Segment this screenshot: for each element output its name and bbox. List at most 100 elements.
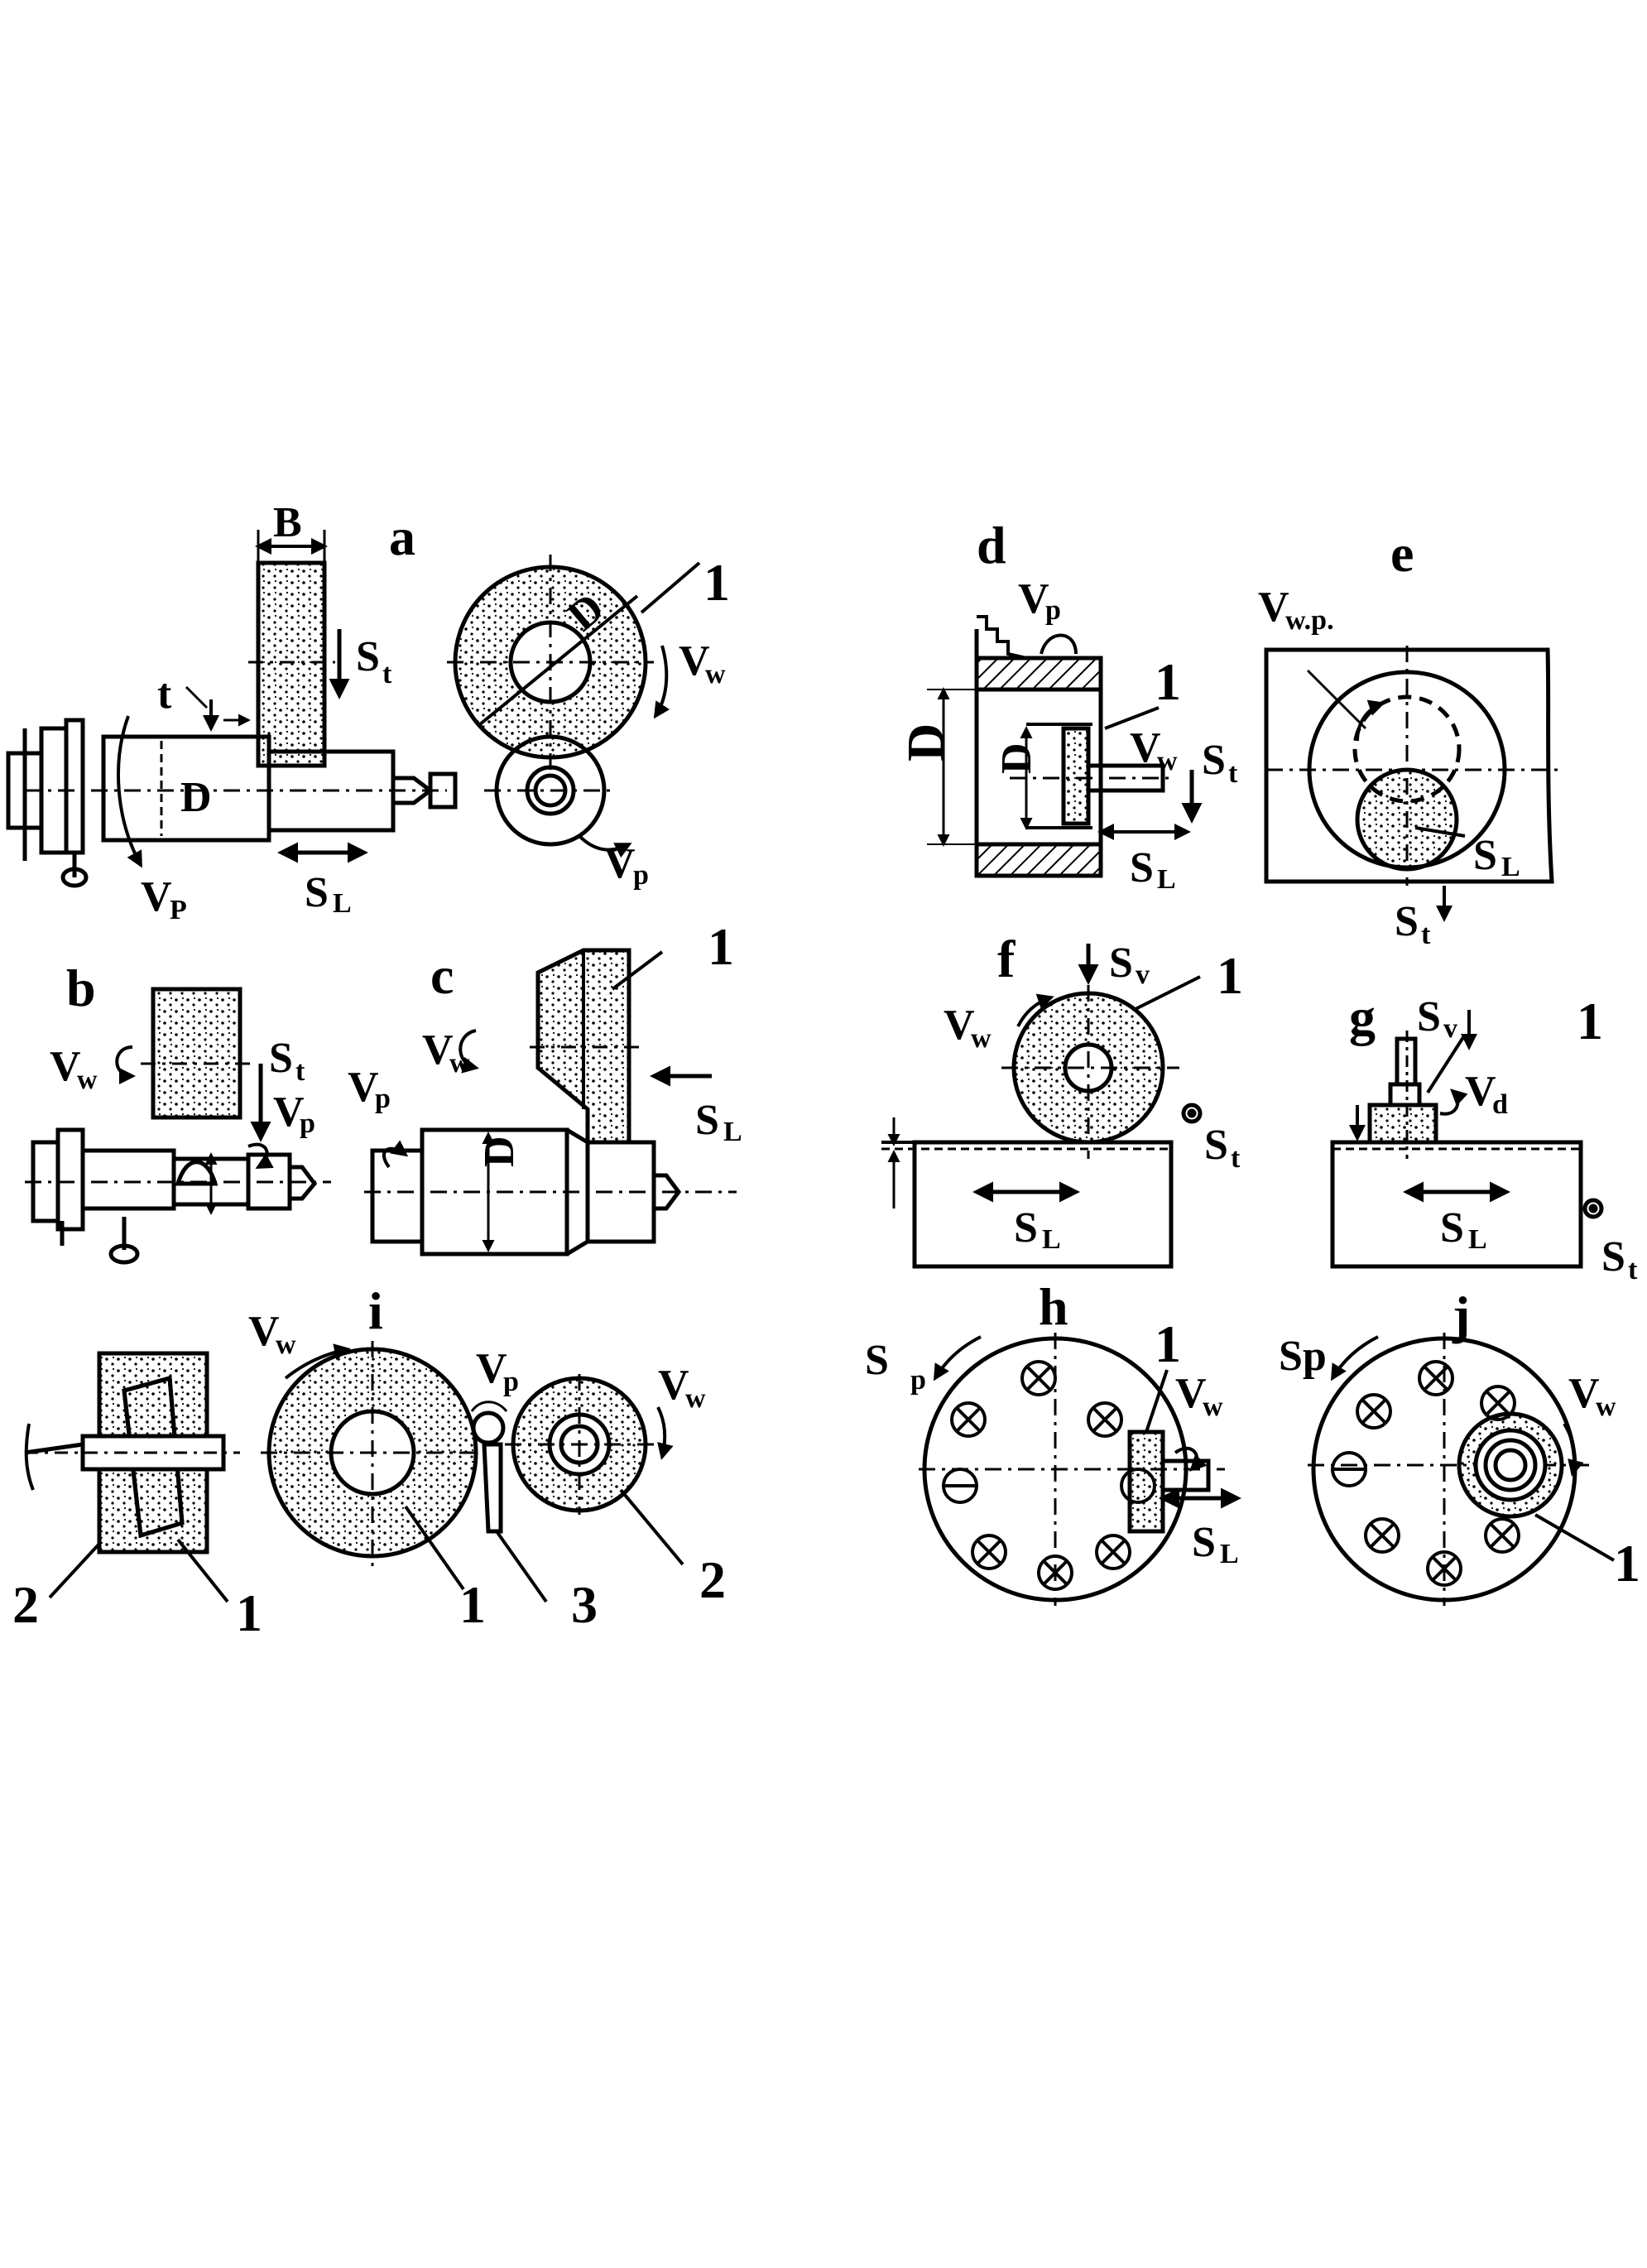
svg-text:p: p [1045,595,1061,626]
label-VP-a: V [141,873,172,920]
label-Vd-g: V [1465,1068,1496,1115]
label-1-h: 1 [1155,1314,1181,1373]
svg-text:p: p [375,1084,391,1114]
panel-c [364,948,737,1257]
panel-f-letter: f [997,930,1016,988]
label-Vw-a: V [679,637,710,685]
label-1-i-left: 1 [236,1583,262,1642]
label-SL-f: S [1014,1204,1038,1252]
label-Vp-d: V [1018,575,1049,622]
panel-e [1264,646,1564,922]
label-SL-c: S [695,1097,719,1144]
panel-g [1330,1010,1604,1269]
svg-text:p: p [910,1365,926,1396]
label-Vw-c: V [422,1026,454,1074]
label-1-c: 1 [708,917,734,976]
svg-text:L: L [1220,1539,1239,1569]
svg-text:v: v [1136,959,1150,990]
svg-text:t: t [1228,758,1238,789]
panel-i-letter: i [368,1281,383,1340]
panel-g-letter: g [1349,987,1376,1046]
label-SL-e: S [1473,832,1497,879]
label-Vp-c: V [348,1064,379,1111]
label-SL-a: S [305,869,329,916]
label-1-i-wheel: 1 [459,1575,486,1634]
svg-text:w: w [685,1383,706,1414]
panel-h [919,1333,1241,1606]
svg-text:t: t [1421,920,1431,950]
label-Vp-b: V [273,1088,305,1136]
panel-d-letter: d [977,516,1006,574]
svg-text:t: t [1231,1143,1241,1174]
svg-text:t: t [1628,1255,1638,1285]
label-Sp-h: S [865,1337,889,1384]
label-SL-d: S [1130,844,1154,891]
label-B: B [273,499,302,546]
label-D-c: D [476,1136,523,1167]
panel-a [6,530,701,888]
label-Vw-i-2: V [658,1362,689,1409]
grinding-wheel [256,560,327,768]
svg-text:d: d [1492,1089,1508,1120]
svg-text:w: w [449,1048,470,1079]
panel-a-letter: a [389,507,415,566]
svg-text:L: L [333,888,352,919]
label-Vw-b: V [50,1043,81,1090]
svg-text:L: L [723,1117,742,1147]
panel-d [927,615,1203,878]
panel-b-letter: b [66,959,96,1017]
label-Sp-j: Sp [1279,1333,1327,1380]
panel-i [24,1341,684,1603]
label-St-e: S [1395,898,1419,945]
panel-e-letter: e [1390,524,1414,583]
svg-text:w: w [971,1023,992,1054]
label-Vw-h: V [1175,1370,1207,1417]
svg-text:p: p [503,1367,519,1397]
label-1-f: 1 [1217,946,1243,1005]
label-t: t [157,670,172,718]
label-2-i-left: 2 [12,1575,39,1634]
label-Vp-a: V [604,840,636,887]
svg-text:w: w [1203,1391,1223,1422]
svg-text:t: t [295,1056,305,1087]
panel-j-letter: j [1452,1285,1470,1344]
svg-text:w: w [276,1329,296,1360]
label-Vp-i: V [476,1345,507,1392]
svg-text:w: w [705,659,726,690]
label-Vw-j: V [1568,1370,1600,1417]
svg-text:L: L [1501,852,1520,882]
label-Sv-f: S [1109,939,1133,987]
svg-text:t: t [382,659,392,690]
label-SL-h: S [1192,1519,1216,1566]
label-1-g: 1 [1577,992,1603,1050]
label-St-f: S [1204,1122,1228,1169]
label-3-i: 3 [571,1575,598,1634]
panel-j [1308,1333,1616,1606]
svg-text:p: p [633,860,649,891]
label-SL-g: S [1440,1204,1464,1252]
label-D-d: D [896,723,955,762]
label-1-d: 1 [1155,652,1181,711]
label-St-b: S [269,1035,293,1082]
svg-text:w: w [1157,746,1178,776]
label-Sv-g: S [1417,993,1441,1040]
panel-b [25,987,331,1265]
label-Vwp-e: V [1258,584,1289,631]
svg-text:w.p.: w.p. [1285,605,1334,636]
label-1-a: 1 [703,553,730,612]
svg-text:v: v [1443,1013,1457,1044]
svg-text:w: w [77,1064,98,1095]
svg-text:P: P [170,895,187,925]
label-St-d: S [1202,737,1226,784]
label-St-a: S [356,633,380,680]
label-1-j: 1 [1614,1534,1640,1593]
label-Vw-i-1: V [248,1308,280,1355]
svg-text:w: w [1596,1391,1616,1422]
label-St-g: S [1601,1233,1625,1281]
label-D-a: D [180,774,212,821]
svg-text:p: p [300,1108,315,1139]
svg-text:L: L [1468,1224,1487,1255]
label-Vw-d: V [1130,724,1161,771]
panel-h-letter: h [1039,1277,1068,1336]
